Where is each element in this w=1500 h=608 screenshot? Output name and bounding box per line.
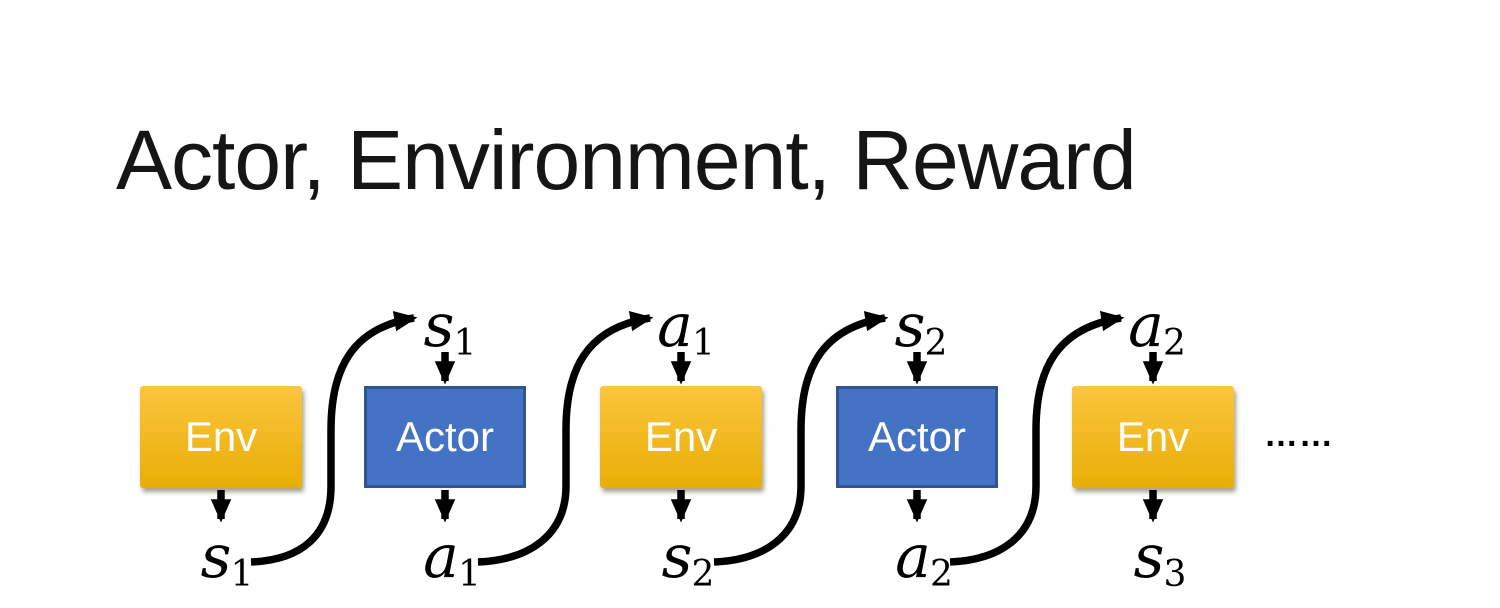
top-label-s2-sub: 2 <box>924 322 948 364</box>
down-arrows-into-boxes <box>434 352 1164 385</box>
bottom-label-s2-base: s <box>661 522 693 592</box>
bottom-label-s1-base: s <box>200 522 232 592</box>
actor-box-1-label: Actor <box>395 413 495 460</box>
bottom-label-s3: s3 <box>1134 527 1187 593</box>
top-label-a2-sub: 2 <box>1162 322 1186 364</box>
bottom-label-a2: a2 <box>895 527 953 593</box>
top-label-s1-sub: 1 <box>453 322 477 364</box>
bottom-label-a1: a1 <box>423 527 481 593</box>
top-label-s1-base: s <box>423 291 455 361</box>
bottom-label-s2-sub: 2 <box>691 553 715 595</box>
bottom-label-s3-sub: 3 <box>1163 553 1187 595</box>
top-label-a2-base: a <box>1128 291 1164 361</box>
top-label-a1-base: a <box>657 291 693 361</box>
bottom-label-s2: s2 <box>662 527 715 593</box>
bottom-label-s1-sub: 1 <box>230 553 254 595</box>
bottom-label-s1: s1 <box>201 527 254 593</box>
top-label-a1: a1 <box>657 296 715 362</box>
top-label-s2: s2 <box>895 296 948 362</box>
env-box-2-label: Env <box>644 413 718 460</box>
down-arrows-out-of-boxes <box>210 490 1164 523</box>
top-label-a1-sub: 1 <box>691 322 715 364</box>
actor-box-2: Actor <box>836 386 998 488</box>
env-box-1: Env <box>140 386 302 488</box>
bottom-label-a2-sub: 2 <box>929 553 953 595</box>
top-label-s2-base: s <box>894 291 926 361</box>
env-box-2: Env <box>600 386 762 488</box>
top-label-a2: a2 <box>1128 296 1186 362</box>
env-box-3-label: Env <box>1116 413 1190 460</box>
actor-box-1: Actor <box>364 386 526 488</box>
env-box-1-label: Env <box>184 413 258 460</box>
page-title: Actor, Environment, Reward <box>116 113 1137 207</box>
continuation-dots: …… <box>1264 416 1334 454</box>
bottom-label-s3-base: s <box>1133 522 1165 592</box>
bottom-label-a1-base: a <box>423 522 459 592</box>
env-box-3: Env <box>1072 386 1234 488</box>
actor-box-2-label: Actor <box>867 413 967 460</box>
bottom-label-a1-sub: 1 <box>457 553 481 595</box>
bottom-label-a2-base: a <box>895 522 931 592</box>
top-label-s1: s1 <box>424 296 477 362</box>
